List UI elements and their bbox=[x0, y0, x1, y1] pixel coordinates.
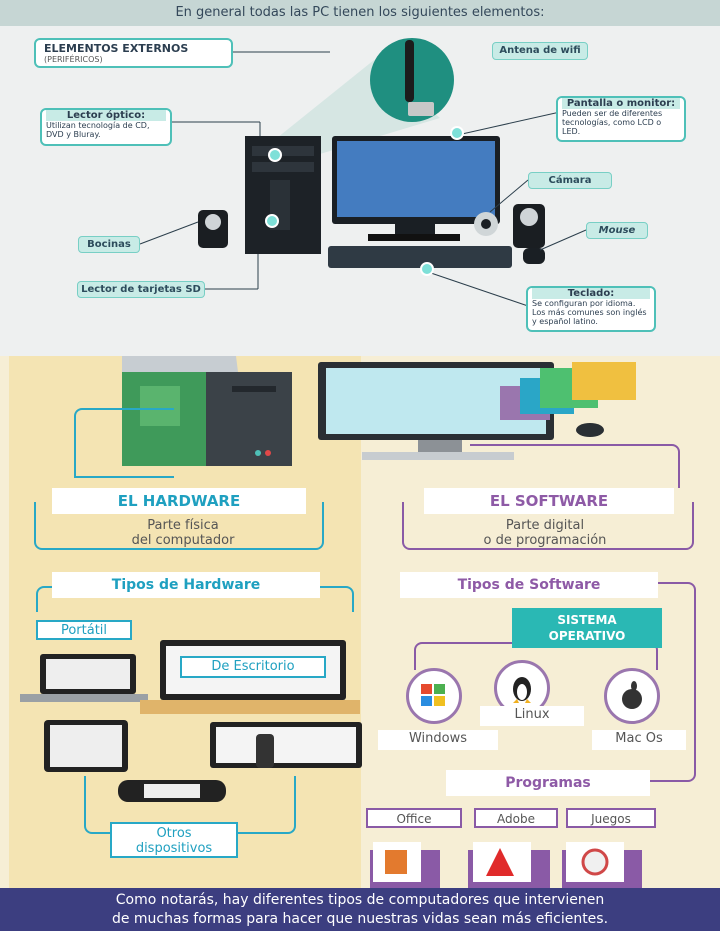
footer-line-2: de muchas formas para hacer que nuestras… bbox=[111, 911, 609, 927]
linux-label: Linux bbox=[480, 706, 584, 726]
windows-logo bbox=[406, 668, 462, 724]
apple-icon bbox=[622, 681, 642, 709]
office-label: Office bbox=[366, 808, 462, 828]
keyboard-dot bbox=[420, 262, 434, 276]
windows-label: Windows bbox=[378, 730, 498, 750]
optical-reader-box: Lector óptico: Utilizan tecnología de CD… bbox=[40, 108, 172, 146]
keyboard-title: Teclado: bbox=[532, 288, 650, 299]
camera-label: Cámara bbox=[528, 172, 612, 189]
software-subtitle-line-2: o de programación bbox=[483, 533, 607, 548]
programs-banner: Programas bbox=[446, 770, 650, 796]
games-label: Juegos bbox=[566, 808, 656, 828]
optical-reader-text: Utilizan tecnología de CD, DVD y Bluray. bbox=[46, 121, 150, 139]
monitor-box: Pantalla o monitor: Pueden ser de difere… bbox=[556, 96, 686, 142]
windows-icon bbox=[421, 684, 445, 706]
monitor-dot bbox=[450, 126, 464, 140]
footer-line-1: Como notarás, hay diferentes tipos de co… bbox=[115, 892, 605, 908]
mouse-label: Mouse bbox=[586, 222, 648, 239]
antenna-label: Antena de wifi bbox=[492, 42, 588, 60]
os-banner: SISTEMA OPERATIVO bbox=[512, 608, 662, 648]
keyboard-box: Teclado: Se configuran por idioma. Los m… bbox=[526, 286, 656, 332]
other-devices-line-2: dispositivos bbox=[135, 841, 213, 856]
peripherals-illustration bbox=[139, 38, 587, 307]
external-elements-box: ELEMENTOS EXTERNOS (PERIFÉRICOS) bbox=[34, 38, 233, 68]
adobe-label: Adobe bbox=[474, 808, 558, 828]
monitor-title: Pantalla o monitor: bbox=[562, 98, 680, 109]
hardware-subtitle-line-1: Parte física bbox=[147, 518, 219, 533]
other-devices-label: Otros dispositivos bbox=[110, 822, 238, 858]
keyboard-text: Se configuran por idioma. Los más comune… bbox=[532, 299, 647, 326]
software-connector bbox=[470, 444, 680, 488]
external-elements-title: ELEMENTOS EXTERNOS bbox=[44, 42, 189, 55]
hardware-connector-h bbox=[74, 476, 174, 478]
hardware-software-panel: EL HARDWARE Parte física del computador … bbox=[0, 356, 720, 888]
software-subtitle: Parte digital o de programación bbox=[420, 518, 670, 548]
desktop-label: De Escritorio bbox=[180, 656, 326, 678]
hardware-connector bbox=[74, 408, 174, 478]
optical-reader-title: Lector óptico: bbox=[46, 110, 166, 121]
software-subtitle-frame bbox=[402, 502, 694, 550]
hardware-subtitle: Parte física del computador bbox=[58, 518, 308, 548]
external-elements-subtitle: (PERIFÉRICOS) bbox=[44, 55, 103, 64]
os-line-1: SISTEMA bbox=[557, 613, 617, 627]
optical-reader-dot bbox=[268, 148, 282, 162]
footer-note: Como notarás, hay diferentes tipos de co… bbox=[0, 888, 720, 931]
software-types-banner: Tipos de Software bbox=[400, 572, 658, 598]
macos-label: Mac Os bbox=[592, 730, 686, 750]
sd-reader-label: Lector de tarjetas SD bbox=[77, 281, 205, 298]
peripherals-panel: En general todas las PC tienen los sigui… bbox=[0, 0, 720, 356]
hardware-subtitle-frame bbox=[34, 502, 324, 550]
monitor-text: Pueden ser de diferentes tecnologías, co… bbox=[562, 109, 663, 136]
software-title: EL SOFTWARE bbox=[424, 488, 674, 514]
other-devices-line-1: Otros bbox=[156, 826, 192, 841]
linux-penguin-icon bbox=[513, 677, 531, 703]
os-line-2: OPERATIVO bbox=[548, 629, 626, 643]
apple-logo bbox=[604, 668, 660, 724]
hardware-subtitle-line-2: del computador bbox=[131, 533, 235, 548]
speakers-label: Bocinas bbox=[78, 236, 140, 253]
sd-reader-dot bbox=[265, 214, 279, 228]
laptop-label: Portátil bbox=[36, 620, 132, 640]
hardware-types-banner: Tipos de Hardware bbox=[52, 572, 320, 598]
peripherals-header: En general todas las PC tienen los sigui… bbox=[0, 0, 720, 26]
hardware-title: EL HARDWARE bbox=[52, 488, 306, 514]
software-subtitle-line-1: Parte digital bbox=[505, 518, 585, 533]
software-programs-connector bbox=[640, 582, 696, 782]
